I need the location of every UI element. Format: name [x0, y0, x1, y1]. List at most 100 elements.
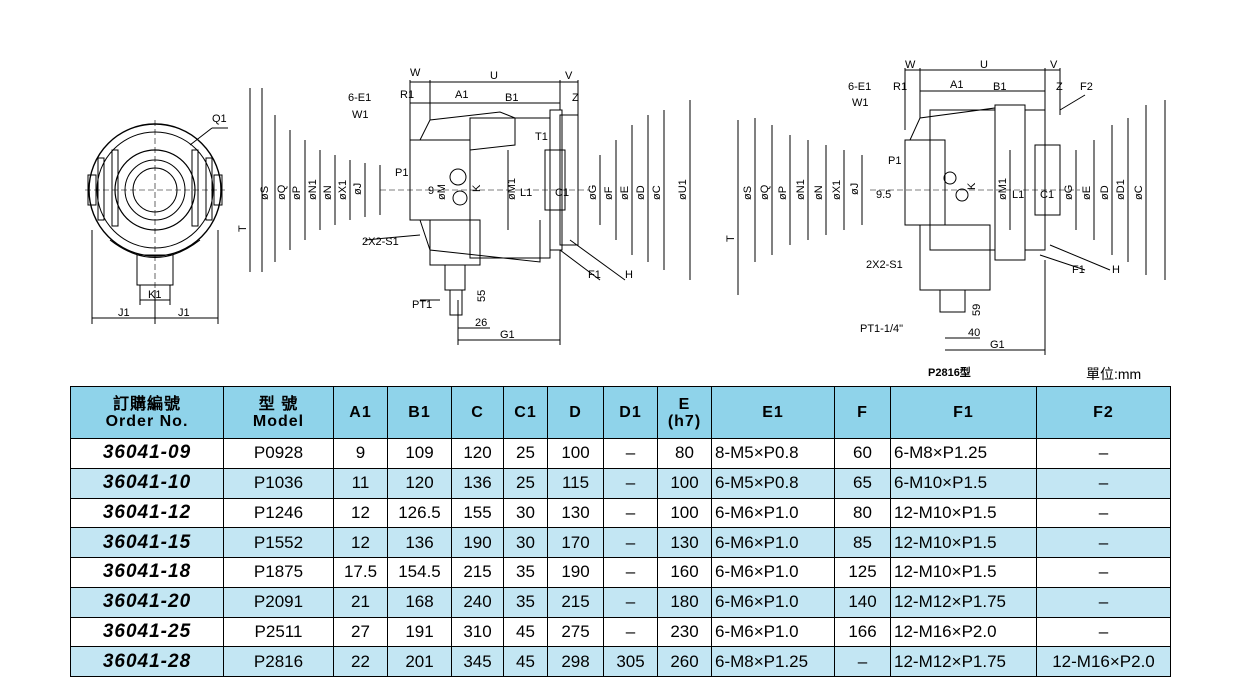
header-E: E(h7)	[657, 386, 712, 439]
header-D1: D1	[603, 386, 658, 439]
label-Z: Z	[572, 92, 579, 104]
label-oM1: øM1	[506, 178, 518, 200]
cell-order: 36041-28	[70, 646, 224, 677]
cell-model: P2511	[223, 616, 334, 648]
cell-b1: 191	[387, 616, 452, 648]
label-oM: øM	[436, 184, 448, 200]
cell-order: 36041-20	[70, 586, 224, 618]
label-J1-left: J1	[118, 307, 130, 319]
cell-model: P1246	[223, 497, 334, 529]
cell-c: 120	[451, 438, 504, 469]
cell-c: 240	[451, 586, 504, 618]
label-H: H	[625, 269, 633, 281]
cell-d: 170	[547, 527, 604, 558]
header-F2: F2	[1036, 386, 1171, 439]
label-P1-2: P1	[888, 155, 901, 167]
cell-c1: 35	[503, 586, 548, 618]
label-6-E1: 6-E1	[348, 92, 371, 104]
cell-f: 60	[834, 438, 891, 469]
cell-d: 130	[547, 497, 604, 529]
label-B1-2: B1	[993, 81, 1006, 93]
label-K-2: K	[966, 182, 978, 190]
cell-f2: –	[1036, 497, 1171, 529]
label-W1-2: W1	[852, 97, 869, 109]
cell-a1: 17.5	[333, 557, 388, 588]
label-oG-2: øG	[1063, 185, 1075, 200]
cell-d1: –	[603, 616, 658, 648]
header-F1: F1	[890, 386, 1037, 439]
label-A1-2: A1	[950, 79, 963, 91]
label-oX1-2: øX1	[831, 180, 843, 200]
label-U-2: U	[980, 59, 988, 71]
cell-a1: 21	[333, 586, 388, 618]
cell-e: 80	[657, 438, 712, 469]
cell-c1: 30	[503, 497, 548, 529]
cell-a1: 22	[333, 646, 388, 677]
cell-e1: 6-M5×P0.8	[711, 467, 835, 499]
label-C1-2: C1	[1040, 189, 1054, 201]
label-F1: F1	[588, 269, 601, 281]
label-oN-2: øN	[813, 185, 825, 200]
cell-f: –	[834, 646, 891, 677]
cell-e: 100	[657, 497, 712, 529]
cell-f1: 12-M12×P1.75	[890, 646, 1037, 677]
header-B1: B1	[387, 386, 452, 439]
label-oG: øG	[587, 185, 599, 200]
cell-e1: 8-M5×P0.8	[711, 438, 835, 469]
label-G1-2: G1	[990, 339, 1005, 351]
cell-b1: 154.5	[387, 557, 452, 588]
cell-d1: –	[603, 557, 658, 588]
cell-d: 275	[547, 616, 604, 648]
cell-d1: –	[603, 586, 658, 618]
label-oP: øP	[291, 186, 303, 200]
label-oD1: øD1	[1115, 179, 1127, 200]
cell-c1: 35	[503, 557, 548, 588]
label-L1: L1	[520, 187, 532, 199]
cell-c1: 45	[503, 646, 548, 677]
label-T1: T1	[535, 131, 548, 143]
p2816-section-drawing	[737, 68, 1166, 355]
cell-c1: 45	[503, 616, 548, 648]
label-oJ: øJ	[352, 183, 364, 195]
cell-e1: 6-M6×P1.0	[711, 616, 835, 648]
cell-c1: 30	[503, 527, 548, 558]
label-W1: W1	[352, 109, 369, 121]
label-oN1: øN1	[307, 179, 319, 200]
cell-b1: 126.5	[387, 497, 452, 529]
label-oC-2: øC	[1133, 185, 1145, 200]
cell-d: 298	[547, 646, 604, 677]
cell-b1: 168	[387, 586, 452, 618]
header-D: D	[547, 386, 604, 439]
label-R1: R1	[400, 89, 414, 101]
label-V-2: V	[1050, 59, 1058, 71]
cell-b1: 120	[387, 467, 452, 499]
header-C1: C1	[503, 386, 548, 439]
cell-f1: 6-M8×P1.25	[890, 438, 1037, 469]
cell-f1: 12-M16×P2.0	[890, 616, 1037, 648]
header-F: F	[834, 386, 891, 439]
cell-e1: 6-M6×P1.0	[711, 497, 835, 529]
cell-f2: –	[1036, 586, 1171, 618]
label-T: T	[237, 225, 249, 232]
label-9: 9	[428, 185, 434, 197]
cell-e1: 6-M6×P1.0	[711, 557, 835, 588]
cell-model: P1875	[223, 557, 334, 588]
label-G1: G1	[500, 329, 515, 341]
label-oD-2: øD	[1099, 185, 1111, 200]
cell-e1: 6-M6×P1.0	[711, 586, 835, 618]
cell-f1: 12-M10×P1.5	[890, 557, 1037, 588]
cell-order: 36041-10	[70, 467, 224, 499]
label-T-2: T	[725, 235, 737, 242]
label-oM1-2: øM1	[997, 178, 1009, 200]
cell-f1: 12-M10×P1.5	[890, 497, 1037, 529]
cell-f2: –	[1036, 467, 1171, 499]
label-R1-2: R1	[893, 81, 907, 93]
